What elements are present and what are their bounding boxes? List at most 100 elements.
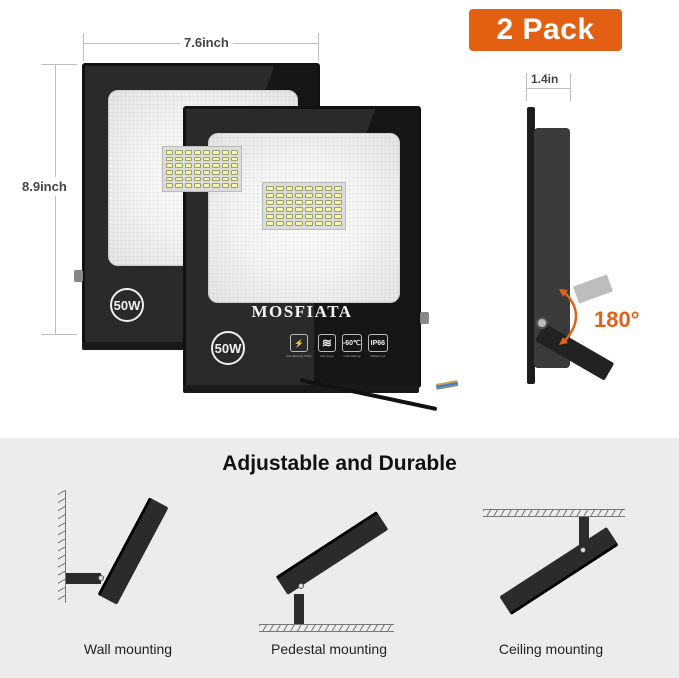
led-chip (221, 163, 229, 168)
led-chip (275, 214, 284, 219)
led-chip (314, 186, 323, 191)
ceiling-surface (483, 509, 625, 517)
led-board (262, 182, 346, 230)
led-chip (212, 150, 220, 155)
led-chip (266, 186, 274, 191)
ceiling-arm (579, 517, 589, 552)
pedestal-arm (294, 594, 304, 624)
feature-anti-lightning: ⚡ Anti-lightning Strike (286, 334, 312, 358)
led-chip (212, 169, 220, 175)
led-chip (334, 214, 342, 219)
led-chip (184, 150, 192, 155)
led-chip (230, 150, 238, 155)
led-chip (203, 156, 211, 162)
wall-bracket-arm (66, 573, 101, 584)
waterproof-icon: IP66 (367, 334, 388, 352)
led-chip (212, 163, 220, 168)
led-chip (212, 156, 220, 162)
led-chip (203, 163, 211, 168)
feature-icons: ⚡ Anti-lightning Strike ≋ Anti-surge -60… (286, 334, 388, 358)
depth-dimension-line (526, 88, 571, 89)
led-chip (295, 200, 303, 205)
led-chip (295, 221, 303, 226)
side-view-front-plate (527, 107, 535, 384)
led-chip (266, 221, 274, 226)
rotation-arrow-icon (559, 289, 578, 345)
led-chip (305, 221, 313, 226)
led-chip (295, 193, 303, 198)
led-chip (184, 163, 192, 168)
led-chip (285, 221, 294, 226)
led-chip (193, 176, 201, 182)
led-chip (221, 183, 229, 188)
led-chip (324, 207, 333, 212)
led-chip (324, 214, 333, 219)
led-chip (295, 214, 303, 219)
lightning-icon: ⚡ (289, 334, 308, 352)
led-chip (305, 186, 313, 191)
height-dimension-line (55, 65, 56, 335)
led-chip (266, 214, 274, 219)
bolt-icon (98, 575, 104, 581)
led-chip (230, 183, 238, 188)
led-chip (285, 186, 294, 191)
wattage-badge: 50W (110, 288, 144, 322)
led-chip (203, 150, 211, 155)
led-chip (314, 221, 323, 226)
height-dimension-label: 8.9inch (20, 177, 69, 196)
led-chip (203, 176, 211, 182)
led-chip (212, 176, 220, 182)
led-chip (230, 176, 238, 182)
led-chip (193, 169, 201, 175)
led-chip (324, 221, 333, 226)
led-chip (275, 200, 284, 205)
led-chip (230, 156, 238, 162)
led-chip (193, 156, 201, 162)
led-chip (275, 221, 284, 226)
led-chip (230, 169, 238, 175)
led-chip (275, 186, 284, 191)
led-chip (166, 156, 174, 162)
led-chip (184, 183, 192, 188)
led-chip (175, 163, 183, 168)
led-chip (334, 207, 342, 212)
led-chip (295, 186, 303, 191)
led-chip (175, 183, 183, 188)
led-chip (203, 183, 211, 188)
led-chip (334, 193, 342, 198)
led-chip (314, 193, 323, 198)
led-chip (324, 193, 333, 198)
led-chip (175, 169, 183, 175)
led-chip (324, 186, 333, 191)
led-chip (314, 200, 323, 205)
led-chip (314, 214, 323, 219)
led-chip (221, 150, 229, 155)
led-chip (275, 207, 284, 212)
rotation-angle-label: 180° (594, 307, 640, 332)
two-pack-badge: 2 Pack (469, 9, 622, 51)
led-chip (266, 200, 274, 205)
pivot-bolt-icon (536, 317, 548, 329)
led-chip (334, 200, 342, 205)
pedestal-mounting-label: Pedestal mounting (271, 641, 387, 657)
mounting-bracket-front (183, 385, 419, 393)
led-chip (285, 214, 294, 219)
depth-dimension-tick-left (526, 73, 527, 101)
led-chip (275, 193, 284, 198)
led-chip (221, 169, 229, 175)
led-chip (193, 183, 201, 188)
led-chip (324, 200, 333, 205)
led-chip (285, 200, 294, 205)
temperature-icon: -60℃ (341, 334, 362, 352)
width-dimension-tick-right (318, 33, 319, 61)
led-chip (334, 221, 342, 226)
feature-anti-surge: ≋ Anti-surge (317, 334, 336, 358)
led-chip (193, 150, 201, 155)
led-chip (230, 163, 238, 168)
led-chip (166, 163, 174, 168)
side-screw-icon (420, 312, 429, 324)
led-chip (166, 176, 174, 182)
led-chip (184, 156, 192, 162)
led-chip (184, 176, 192, 182)
feature-cold-starting: -60℃ Cold starting (341, 334, 362, 358)
